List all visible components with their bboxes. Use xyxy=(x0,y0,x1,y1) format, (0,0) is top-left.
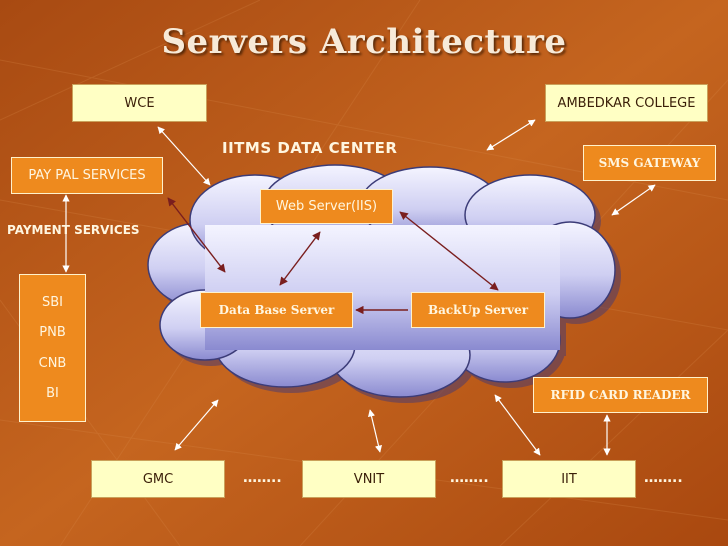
bank-pnb: PNB xyxy=(39,325,66,341)
node-sms-gateway: SMS GATEWAY xyxy=(583,145,716,181)
bank-sbi: SBI xyxy=(41,294,63,310)
ellipsis-1: …….. xyxy=(243,470,282,486)
node-vnit: VNIT xyxy=(302,460,436,498)
bank-bi: BI xyxy=(46,386,59,402)
node-iit: IIT xyxy=(502,460,636,498)
node-banks: SBI PNB CNB BI xyxy=(19,274,86,422)
node-paypal-services: PAY PAL SERVICES xyxy=(11,157,163,194)
ellipsis-3: …….. xyxy=(644,470,683,486)
ellipsis-2: …….. xyxy=(450,470,489,486)
node-gmc: GMC xyxy=(91,460,225,498)
page-title: Servers Architecture xyxy=(161,22,567,62)
node-wce: WCE xyxy=(72,84,207,122)
node-ambedkar-college: AMBEDKAR COLLEGE xyxy=(545,84,708,122)
data-center-label: IITMS DATA CENTER xyxy=(222,139,398,157)
bank-cnb: CNB xyxy=(38,355,67,371)
node-backup-server: BackUp Server xyxy=(411,292,545,328)
cloud-fill xyxy=(205,225,560,350)
payment-services-label: PAYMENT SERVICES xyxy=(7,223,140,237)
node-rfid-card-reader: RFID CARD READER xyxy=(533,377,708,413)
node-web-server: Web Server(IIS) xyxy=(260,189,393,224)
node-database-server: Data Base Server xyxy=(200,292,353,328)
